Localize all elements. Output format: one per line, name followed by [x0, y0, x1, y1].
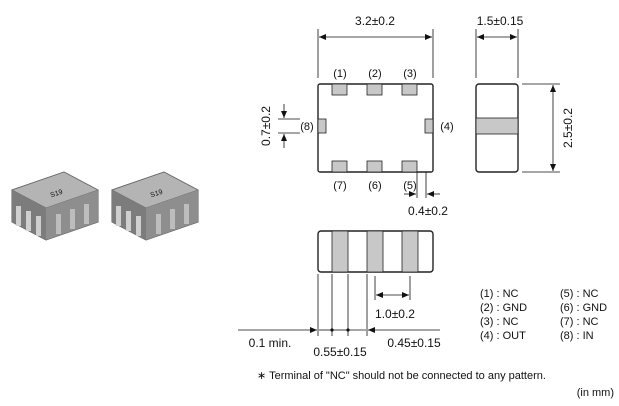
pin-label-6: (6): [368, 180, 381, 192]
terminal-dimension: 0.55±0.15: [313, 345, 367, 359]
pin-row-1-right: (5) : NC: [560, 288, 599, 300]
pin-row-3-left: (3) : NC: [480, 316, 519, 328]
pad-7: [331, 160, 348, 173]
pin-label-2: (2): [368, 68, 381, 80]
top-view: 3.2±0.2 (1) (2) (3) (7) (6) (5) (8) (4) …: [259, 14, 454, 218]
chip-marking-right: S19: [150, 189, 164, 200]
pin-row-2-right: (6) : GND: [560, 302, 607, 314]
unit-text: (in mm): [577, 387, 614, 399]
front-terminal-3: [401, 230, 419, 273]
pad-6: [366, 160, 383, 173]
pad-3: [401, 83, 418, 96]
pad-8: [317, 118, 327, 134]
front-terminal-2: [366, 230, 384, 273]
front-view: 1.0±0.2 0.1 min. 0.55±0.15 0.45±0.15: [238, 230, 441, 359]
side-pad-dimension: 0.7±0.2: [259, 106, 273, 146]
pad-4: [424, 118, 434, 134]
side-width-dimension: 1.5±0.15: [477, 14, 524, 28]
pin-row-4-left: (4) : OUT: [480, 330, 526, 342]
chip-photo-right: S19: [110, 171, 200, 241]
pin-label-8: (8): [300, 121, 313, 133]
side-view-terminal: [475, 117, 519, 135]
pin-row-4-right: (8) : IN: [560, 330, 594, 342]
pin-label-1: (1): [333, 68, 346, 80]
pin-row-3-right: (7) : NC: [560, 316, 599, 328]
component-photos: S19 S19: [10, 171, 200, 241]
pin-label-5: (5): [403, 180, 416, 192]
gap-dimension: 0.45±0.15: [387, 336, 441, 350]
pad-1: [331, 83, 348, 96]
front-terminal-1: [331, 230, 349, 273]
pad-gap-dimension: 0.4±0.2: [408, 204, 448, 218]
pin-assignment-table: (1) : NC (5) : NC (2) : GND (6) : GND (3…: [480, 288, 607, 342]
chip-marking-left: S19: [50, 189, 64, 200]
top-width-dimension: 3.2±0.2: [355, 14, 395, 28]
pin-row-2-left: (2) : GND: [480, 302, 527, 314]
pin-label-3: (3): [403, 68, 416, 80]
top-view-body: [317, 83, 434, 173]
chip-photo-left: S19: [10, 171, 100, 241]
pad-5: [401, 160, 418, 173]
side-height-dimension: 2.5±0.2: [561, 108, 575, 148]
pitch-dimension: 1.0±0.2: [375, 307, 415, 321]
side-view: 1.5±0.15 2.5±0.2: [475, 14, 575, 173]
pad-2: [366, 83, 383, 96]
pin-label-4: (4): [440, 121, 453, 133]
note-text: ∗ Terminal of "NC" should not be connect…: [257, 370, 546, 382]
pin-label-7: (7): [333, 180, 346, 192]
min-dimension: 0.1 min.: [249, 336, 292, 350]
pin-row-1-left: (1) : NC: [480, 288, 519, 300]
